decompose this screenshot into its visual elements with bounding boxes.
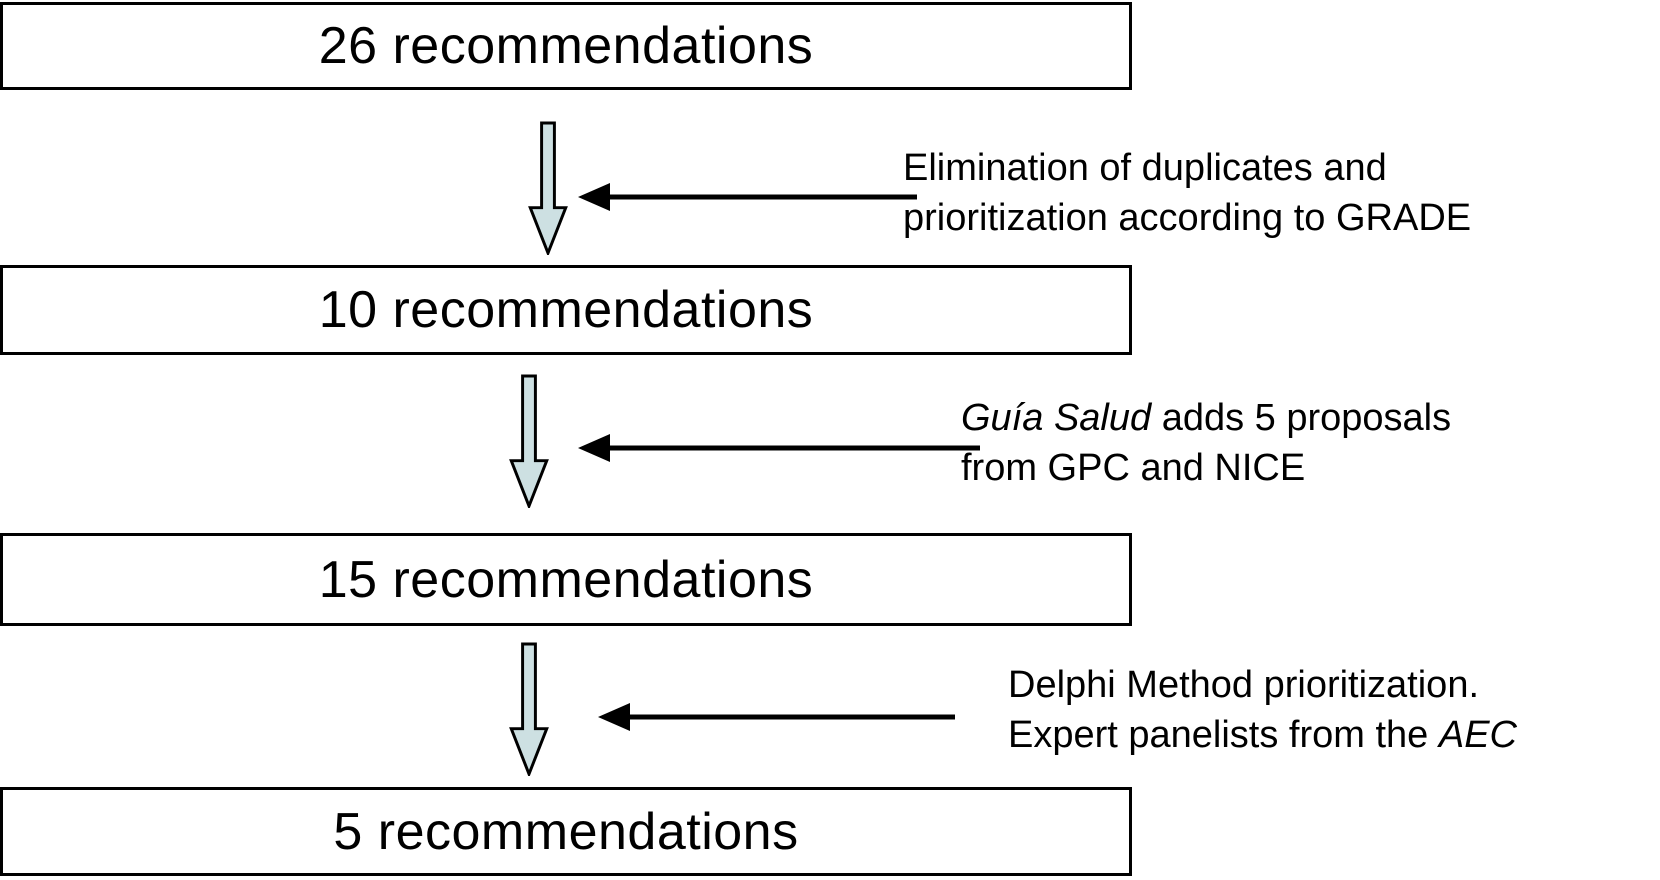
annotation-line: Elimination of duplicates and — [903, 143, 1471, 193]
flow-box-10-recommendations: 10 recommendations — [0, 265, 1132, 355]
down-arrow-shape — [509, 642, 549, 776]
down-arrow-icon — [509, 374, 549, 508]
flow-box-15-recommendations: 15 recommendations — [0, 533, 1132, 626]
annotation-text-segment: prioritization according to GRADE — [903, 197, 1472, 239]
left-arrow-icon — [598, 703, 955, 731]
annotation-text-segment: Elimination of duplicates and — [903, 147, 1387, 189]
flow-box-label: 5 recommendations — [333, 802, 799, 861]
annotation-text-segment: AEC — [1438, 714, 1517, 756]
annotation-text-segment: from GPC and NICE — [961, 447, 1306, 489]
annotation-grade-prioritization: Elimination of duplicates and prioritiza… — [903, 143, 1471, 243]
flow-box-label: 26 recommendations — [318, 17, 814, 75]
flow-box-label: 15 recommendations — [318, 550, 814, 609]
left-arrow-head — [578, 434, 610, 462]
left-arrow-icon — [578, 434, 980, 462]
down-arrow-shape — [528, 121, 568, 255]
annotation-text-segment: Guía Salud — [961, 397, 1152, 439]
down-arrow-icon — [509, 642, 549, 776]
annotation-line: Guía Salud adds 5 proposals — [961, 393, 1451, 443]
down-arrow-shape — [509, 374, 549, 508]
flow-box-5-recommendations: 5 recommendations — [0, 787, 1132, 876]
annotation-line: Delphi Method prioritization. — [1008, 660, 1517, 710]
annotation-text-segment: Delphi Method prioritization. — [1008, 664, 1480, 706]
annotation-line: from GPC and NICE — [961, 443, 1451, 493]
left-arrow-head — [598, 703, 630, 731]
annotation-text-segment: adds 5 proposals — [1151, 397, 1452, 439]
annotation-line: prioritization according to GRADE — [903, 193, 1471, 243]
left-arrow-head — [578, 183, 610, 211]
down-arrow-icon — [528, 121, 568, 255]
annotation-line: Expert panelists from the AEC — [1008, 710, 1517, 760]
annotation-guia-salud-proposals: Guía Salud adds 5 proposals from GPC and… — [961, 393, 1451, 493]
flow-box-26-recommendations: 26 recommendations — [0, 2, 1132, 90]
annotation-delphi-method: Delphi Method prioritization. Expert pan… — [1008, 660, 1517, 760]
left-arrow-icon — [578, 183, 917, 211]
annotation-text-segment: Expert panelists from the — [1008, 714, 1439, 756]
flow-box-label: 10 recommendations — [318, 281, 814, 339]
